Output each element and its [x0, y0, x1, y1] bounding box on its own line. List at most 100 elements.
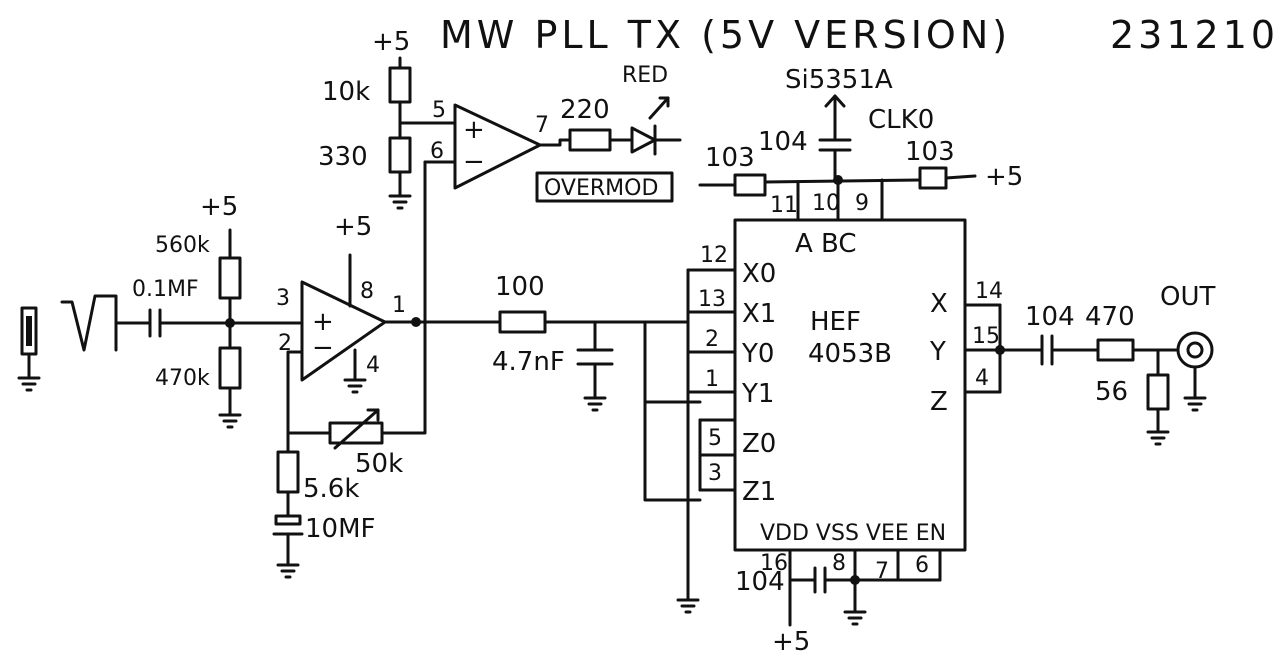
supply-label: +5 — [200, 192, 238, 222]
diagram-title: MW PLL TX (5V VERSION) — [440, 13, 1011, 57]
clk-source-label: Si5351A — [785, 65, 893, 95]
pot-arrow-head — [366, 408, 380, 422]
cap-0-1mf-label: 0.1MF — [132, 277, 199, 302]
input-jack — [17, 306, 41, 392]
cap-10mf-label: 10MF — [305, 514, 375, 544]
chip-top-pin: 9 — [855, 191, 869, 216]
chip-pin-num: 4 — [975, 366, 989, 391]
ground-symbol — [343, 378, 367, 394]
chip-bottom-pin: 8 — [832, 551, 846, 576]
opamp-main — [300, 280, 387, 382]
resistor-470k — [218, 346, 242, 390]
cap-104-out-label: 104 — [1025, 302, 1075, 332]
supply-label: +5 — [772, 627, 810, 657]
ground-symbol — [276, 563, 300, 579]
resistor-56 — [1146, 373, 1170, 411]
res-5-6k-label: 5.6k — [303, 474, 359, 504]
opamp-main-minus-sign: − — [312, 333, 334, 363]
diagram-date: 231210 — [1110, 13, 1279, 57]
chip-pin-num: 3 — [708, 461, 722, 486]
opamp-overmod-plus-sign: + — [463, 115, 485, 145]
chip-bottom-pin: 7 — [875, 559, 889, 584]
wire — [538, 138, 572, 147]
chip-bottom-wiring — [788, 548, 942, 627]
chip-pin-num: 1 — [705, 367, 719, 392]
chip-pin-z: Z — [930, 387, 948, 417]
opamp-overmod-pin-7: 7 — [535, 113, 549, 138]
capacitor-10mf — [272, 514, 304, 536]
chip-pin-num: 12 — [700, 243, 728, 268]
chip-pin-y: Y — [929, 337, 946, 367]
supply-label: +5 — [334, 212, 372, 242]
resistor-5-6k — [276, 450, 300, 494]
led-icon — [630, 96, 670, 156]
led-color-label: RED — [622, 63, 668, 88]
opamp-main-pin-4: 4 — [366, 353, 380, 378]
ground-symbol — [1146, 430, 1170, 446]
ground-symbol — [388, 194, 412, 210]
pot-arrow — [333, 408, 380, 450]
wire — [763, 178, 922, 184]
resistor-100 — [498, 310, 547, 334]
res-470-label: 470 — [1085, 302, 1135, 332]
opamp-main-pin-1: 1 — [392, 293, 406, 318]
wire — [944, 174, 977, 180]
opamp-overmod-pin-6: 6 — [430, 139, 444, 164]
res-56-label: 56 — [1095, 377, 1128, 407]
resistor-10k — [388, 66, 412, 104]
opamp-main-pin-8: 8 — [360, 279, 374, 304]
potentiometer-50k — [328, 421, 384, 445]
chip-pin-x0: X0 — [742, 259, 776, 289]
wire — [380, 320, 427, 435]
res-10k-label: 10k — [322, 77, 370, 107]
chip-pin-z1: Z1 — [742, 477, 776, 507]
chip-top-pin: 10 — [812, 191, 840, 216]
chip-pin-x: X — [930, 289, 948, 319]
chip-hef4053b — [733, 218, 967, 552]
resistor-560k — [218, 256, 242, 300]
ground-symbol — [218, 413, 242, 429]
out-label: OUT — [1160, 282, 1215, 312]
res-220-label: 220 — [560, 95, 610, 125]
cap-4-7nf-label: 4.7nF — [492, 347, 565, 377]
chip-bottom-pin: 16 — [760, 551, 788, 576]
chip-pin-y1: Y1 — [741, 379, 774, 409]
clk-arrow-icon — [824, 94, 846, 108]
coax-connector-icon — [1176, 331, 1214, 412]
res-103-right-label: 103 — [905, 137, 955, 167]
res-103-left-label: 103 — [705, 143, 755, 173]
chip-pin-num: 14 — [975, 279, 1003, 304]
wire — [286, 350, 332, 435]
chip-pin-x1: X1 — [742, 299, 776, 329]
opamp-main-pin-3: 3 — [276, 286, 290, 311]
opamp-overmod-minus-sign: − — [463, 147, 485, 177]
opamp-main-pin-2: 2 — [278, 331, 292, 356]
junction-dot — [411, 317, 421, 327]
cap-104-top-label: 104 — [758, 127, 808, 157]
chip-bottom-pin: 6 — [915, 553, 929, 578]
input-waveform-icon — [60, 294, 118, 352]
resistor-103-right — [918, 166, 948, 190]
chip-pin-num: 15 — [972, 324, 1000, 349]
resistor-103-left — [733, 173, 767, 197]
overmod-label: OVERMOD — [544, 176, 658, 201]
chip-pin-z0: Z0 — [742, 429, 776, 459]
res-330-label: 330 — [318, 142, 368, 172]
opamp-overmod — [453, 103, 542, 190]
res-470k-label: 470k — [155, 366, 210, 391]
cap-104-vdd-label: 104 — [735, 567, 785, 597]
chip-pin-num: 13 — [698, 287, 726, 312]
resistor-470 — [1096, 338, 1135, 362]
chip-name-line2: 4053B — [808, 339, 892, 369]
resistor-330 — [388, 136, 412, 174]
res-100-label: 100 — [495, 272, 545, 302]
chip-select-label: A BC — [795, 229, 857, 259]
supply-label: +5 — [985, 162, 1023, 192]
overmod-label-box — [535, 171, 674, 203]
pot-50k-label: 50k — [355, 449, 403, 479]
wire — [643, 320, 702, 502]
ground-symbol — [676, 598, 700, 614]
chip-top-pin: 11 — [770, 193, 798, 218]
res-560k-label: 560k — [155, 233, 210, 258]
chip-name-line1: HEF — [810, 307, 861, 337]
